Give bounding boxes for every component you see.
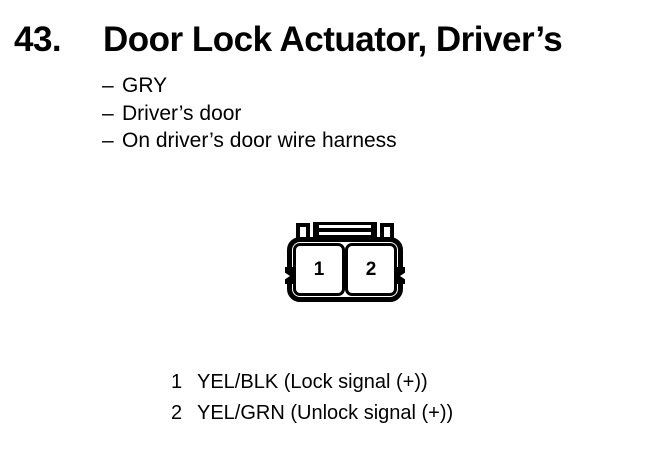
legend-row-pin-2: 2 YEL/GRN (Unlock signal (+)) xyxy=(171,398,453,429)
detail-text: Driver’s door xyxy=(122,101,242,125)
connector-tab-left-icon xyxy=(296,223,310,238)
connector-pin-1: 1 xyxy=(293,243,345,296)
side-lock-tab-right-icon xyxy=(397,267,405,284)
legend-row-pin-1: 1 YEL/BLK (Lock signal (+)) xyxy=(171,367,453,398)
dash-bullet: – xyxy=(102,74,114,97)
item-number: 43. xyxy=(14,20,62,59)
page-title: Door Lock Actuator, Driver’s xyxy=(103,20,563,59)
connector-tab-right-icon xyxy=(380,223,394,238)
detail-text: GRY xyxy=(122,74,168,97)
detail-item-harness: –On driver’s door wire harness xyxy=(102,127,397,155)
detail-item-location: –Driver’s door xyxy=(102,100,397,128)
dash-bullet: – xyxy=(102,101,114,125)
legend-pin-description: YEL/BLK (Lock signal (+)) xyxy=(197,371,428,393)
detail-list: –GRY –Driver’s door –On driver’s door wi… xyxy=(102,72,397,155)
detail-text: On driver’s door wire harness xyxy=(122,129,397,152)
dash-bullet: – xyxy=(102,129,114,152)
pin-legend: 1 YEL/BLK (Lock signal (+)) 2 YEL/GRN (Unl… xyxy=(171,367,453,429)
connector-body: 1 2 xyxy=(285,237,405,302)
connector-latch-icon xyxy=(313,222,377,238)
detail-item-color: –GRY xyxy=(102,72,397,100)
side-lock-tab-left-icon xyxy=(285,267,293,284)
connector-pin-2: 2 xyxy=(345,243,397,296)
legend-pin-number: 1 xyxy=(171,371,183,393)
legend-pin-number: 2 xyxy=(171,402,183,424)
connector-diagram: 1 2 xyxy=(285,220,405,302)
legend-pin-description: YEL/GRN (Unlock signal (+)) xyxy=(197,402,454,424)
